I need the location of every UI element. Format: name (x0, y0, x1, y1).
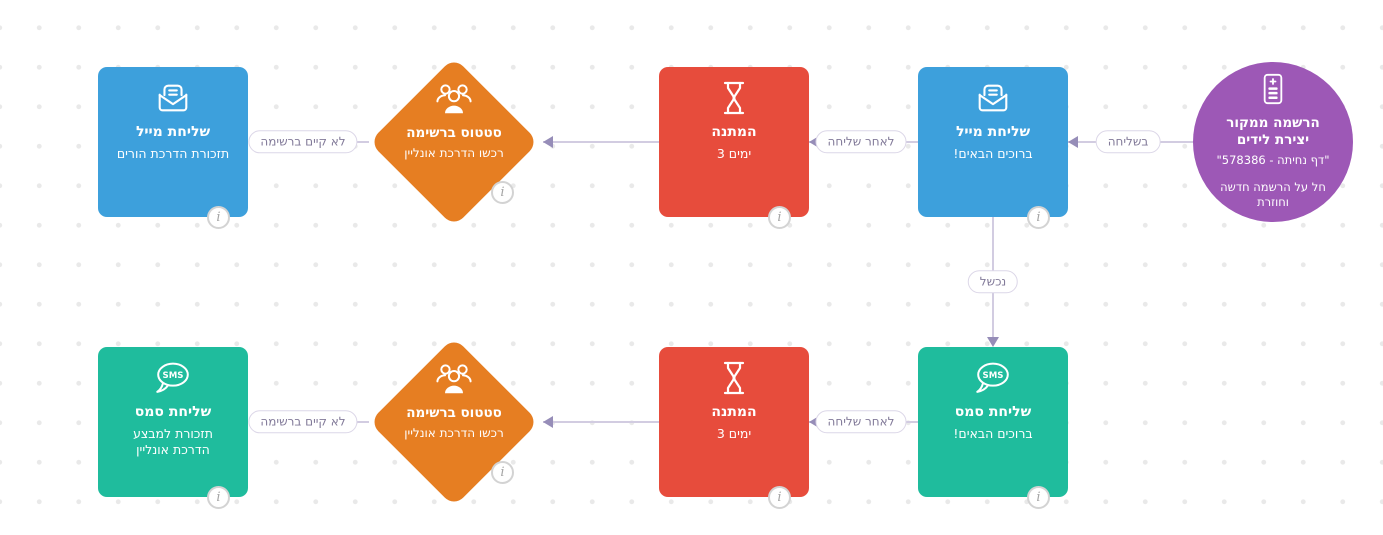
sms-icon: SMS (972, 360, 1014, 396)
info-icon[interactable]: i (1027, 486, 1050, 509)
node-subtitle: תזכורת למבצע הדרכת אונליין (133, 425, 213, 457)
node-list-status-top[interactable]: סטטוס ברשימה רכשו הדרכת אונליין i (369, 57, 539, 227)
info-icon[interactable]: i (491, 181, 514, 204)
node-signup-trigger[interactable]: הרשמה ממקור יצירת לידים "דף נחיתה - 5783… (1193, 62, 1353, 222)
connector-label-after-send-bottom: לאחר שליחה (815, 410, 907, 434)
sms-icon: SMS (152, 360, 194, 396)
node-subtitle: ברוכים הבאים! (953, 145, 1033, 161)
lead-form-icon (1258, 71, 1288, 107)
connector-wait2-to-status2 (543, 421, 659, 423)
node-title: סטטוס ברשימה (406, 125, 502, 141)
info-icon[interactable]: i (768, 206, 791, 229)
node-subtitle: 3 ימים (716, 145, 752, 161)
hourglass-icon (718, 80, 750, 116)
open-mail-icon (974, 80, 1012, 116)
node-send-sms-welcome[interactable]: SMS שליחת סמס ברוכים הבאים! i (918, 347, 1068, 509)
node-title: הרשמה ממקור יצירת לידים (1226, 115, 1320, 148)
node-wait-3-days-top[interactable]: המתנה 3 ימים i (659, 67, 809, 229)
info-icon[interactable]: i (491, 461, 514, 484)
node-title: שליחת מייל (135, 124, 211, 140)
node-wait-3-days-bottom[interactable]: המתנה 3 ימים i (659, 347, 809, 509)
arrowhead-sms-to-wait (809, 416, 819, 428)
info-icon[interactable]: i (1027, 206, 1050, 229)
node-subtitle: "דף נחיתה - 578386" (1216, 152, 1330, 167)
group-icon (433, 361, 475, 397)
node-subtitle: רכשו הדרכת אונליין (404, 425, 504, 440)
node-subtitle: רכשו הדרכת אונליין (404, 145, 504, 160)
node-subtitle: 3 ימים (716, 425, 752, 441)
node-send-email-reminder[interactable]: שליחת מייל תזכורת הדרכת הורים i (98, 67, 248, 229)
node-title: סטטוס ברשימה (406, 405, 502, 421)
connector-label-failed: נכשל (967, 270, 1019, 294)
info-icon[interactable]: i (768, 486, 791, 509)
svg-text:SMS: SMS (983, 371, 1004, 381)
info-icon[interactable]: i (207, 486, 230, 509)
hourglass-icon (718, 360, 750, 396)
node-send-sms-reminder[interactable]: SMS שליחת סמס תזכורת למבצע הדרכת אונליין… (98, 347, 248, 509)
connector-label-not-in-list-top: לא קיים ברשימה (248, 130, 358, 154)
svg-text:SMS: SMS (163, 371, 184, 381)
group-icon (433, 81, 475, 117)
node-title: המתנה (711, 404, 757, 420)
info-icon[interactable]: i (207, 206, 230, 229)
node-title: המתנה (711, 124, 757, 140)
node-title: שליחת סמס (954, 404, 1032, 420)
arrowhead-email-failed-to-sms (987, 337, 999, 347)
connector-label-not-in-list-bottom: לא קיים ברשימה (248, 410, 358, 434)
node-subtitle: תזכורת הדרכת הורים (116, 145, 230, 161)
node-subtitle: ברוכים הבאים! (953, 425, 1033, 441)
node-title: שליחת סמס (134, 404, 212, 420)
node-title: שליחת מייל (955, 124, 1031, 140)
connector-label-after-send-top: לאחר שליחה (815, 130, 907, 154)
open-mail-icon (154, 80, 192, 116)
connector-label-on-send: בשליחה (1095, 130, 1161, 154)
node-list-status-bottom[interactable]: סטטוס ברשימה רכשו הדרכת אונליין i (369, 337, 539, 507)
arrowhead-email-to-wait (809, 136, 819, 148)
connector-wait-to-status (543, 141, 659, 143)
arrowhead-trigger-to-email (1068, 136, 1078, 148)
node-send-email-welcome[interactable]: שליחת מייל ברוכים הבאים! i (918, 67, 1068, 229)
node-note: חל על הרשמה חדשה וחוזרת (1220, 179, 1326, 209)
arrowhead-wait2-to-status2 (543, 416, 553, 428)
arrowhead-wait-to-status (543, 136, 553, 148)
